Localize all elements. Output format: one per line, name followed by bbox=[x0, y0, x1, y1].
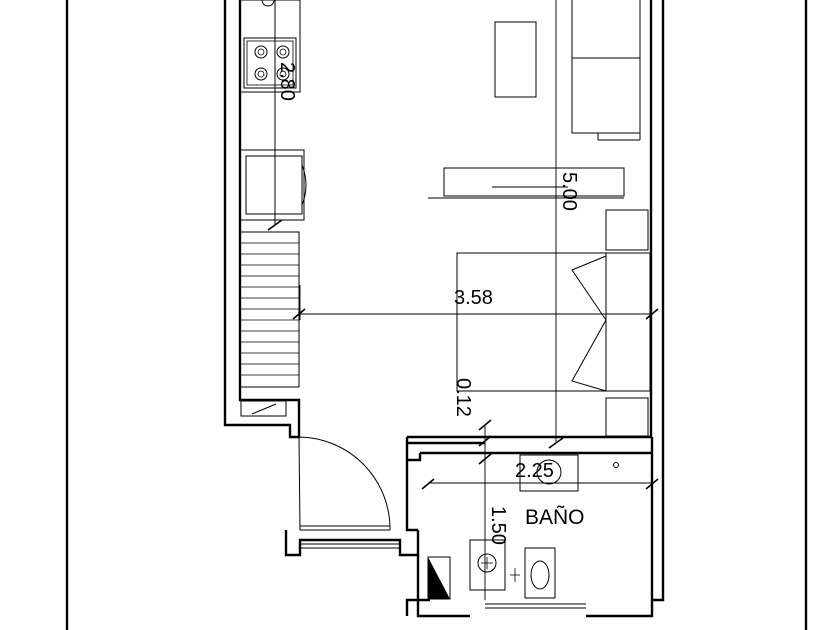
sofa-icon bbox=[571, 0, 641, 141]
sheet-border bbox=[65, 0, 808, 630]
dim-kitchen-length: 2.80 bbox=[276, 62, 298, 101]
room-label-bathroom: BAÑO bbox=[525, 505, 585, 529]
staircase bbox=[239, 231, 300, 388]
bidet-icon bbox=[510, 547, 556, 599]
entrance-door bbox=[298, 436, 400, 549]
electrical-panel-icon bbox=[240, 400, 287, 417]
bathroom-window bbox=[485, 603, 586, 609]
coffee-table bbox=[494, 21, 537, 98]
exterior-walls bbox=[223, 0, 665, 618]
dim-bath-width: 2.25 bbox=[515, 460, 554, 482]
dim-bath-depth: 1.50 bbox=[487, 506, 509, 545]
dim-width: 3.58 bbox=[454, 287, 493, 309]
dimension-lines bbox=[267, 0, 659, 600]
tv-console bbox=[428, 167, 625, 199]
shower-icon bbox=[469, 539, 506, 591]
dim-depth: 5.00 bbox=[558, 172, 580, 211]
sink-icon bbox=[519, 454, 619, 492]
bed-icon bbox=[456, 209, 651, 437]
kitchen-counter bbox=[240, 0, 301, 225]
refrigerator-icon bbox=[239, 149, 307, 221]
dim-wall-thickness: 0.12 bbox=[452, 378, 474, 417]
stove-icon bbox=[243, 0, 297, 89]
water-heater-icon bbox=[427, 556, 451, 600]
